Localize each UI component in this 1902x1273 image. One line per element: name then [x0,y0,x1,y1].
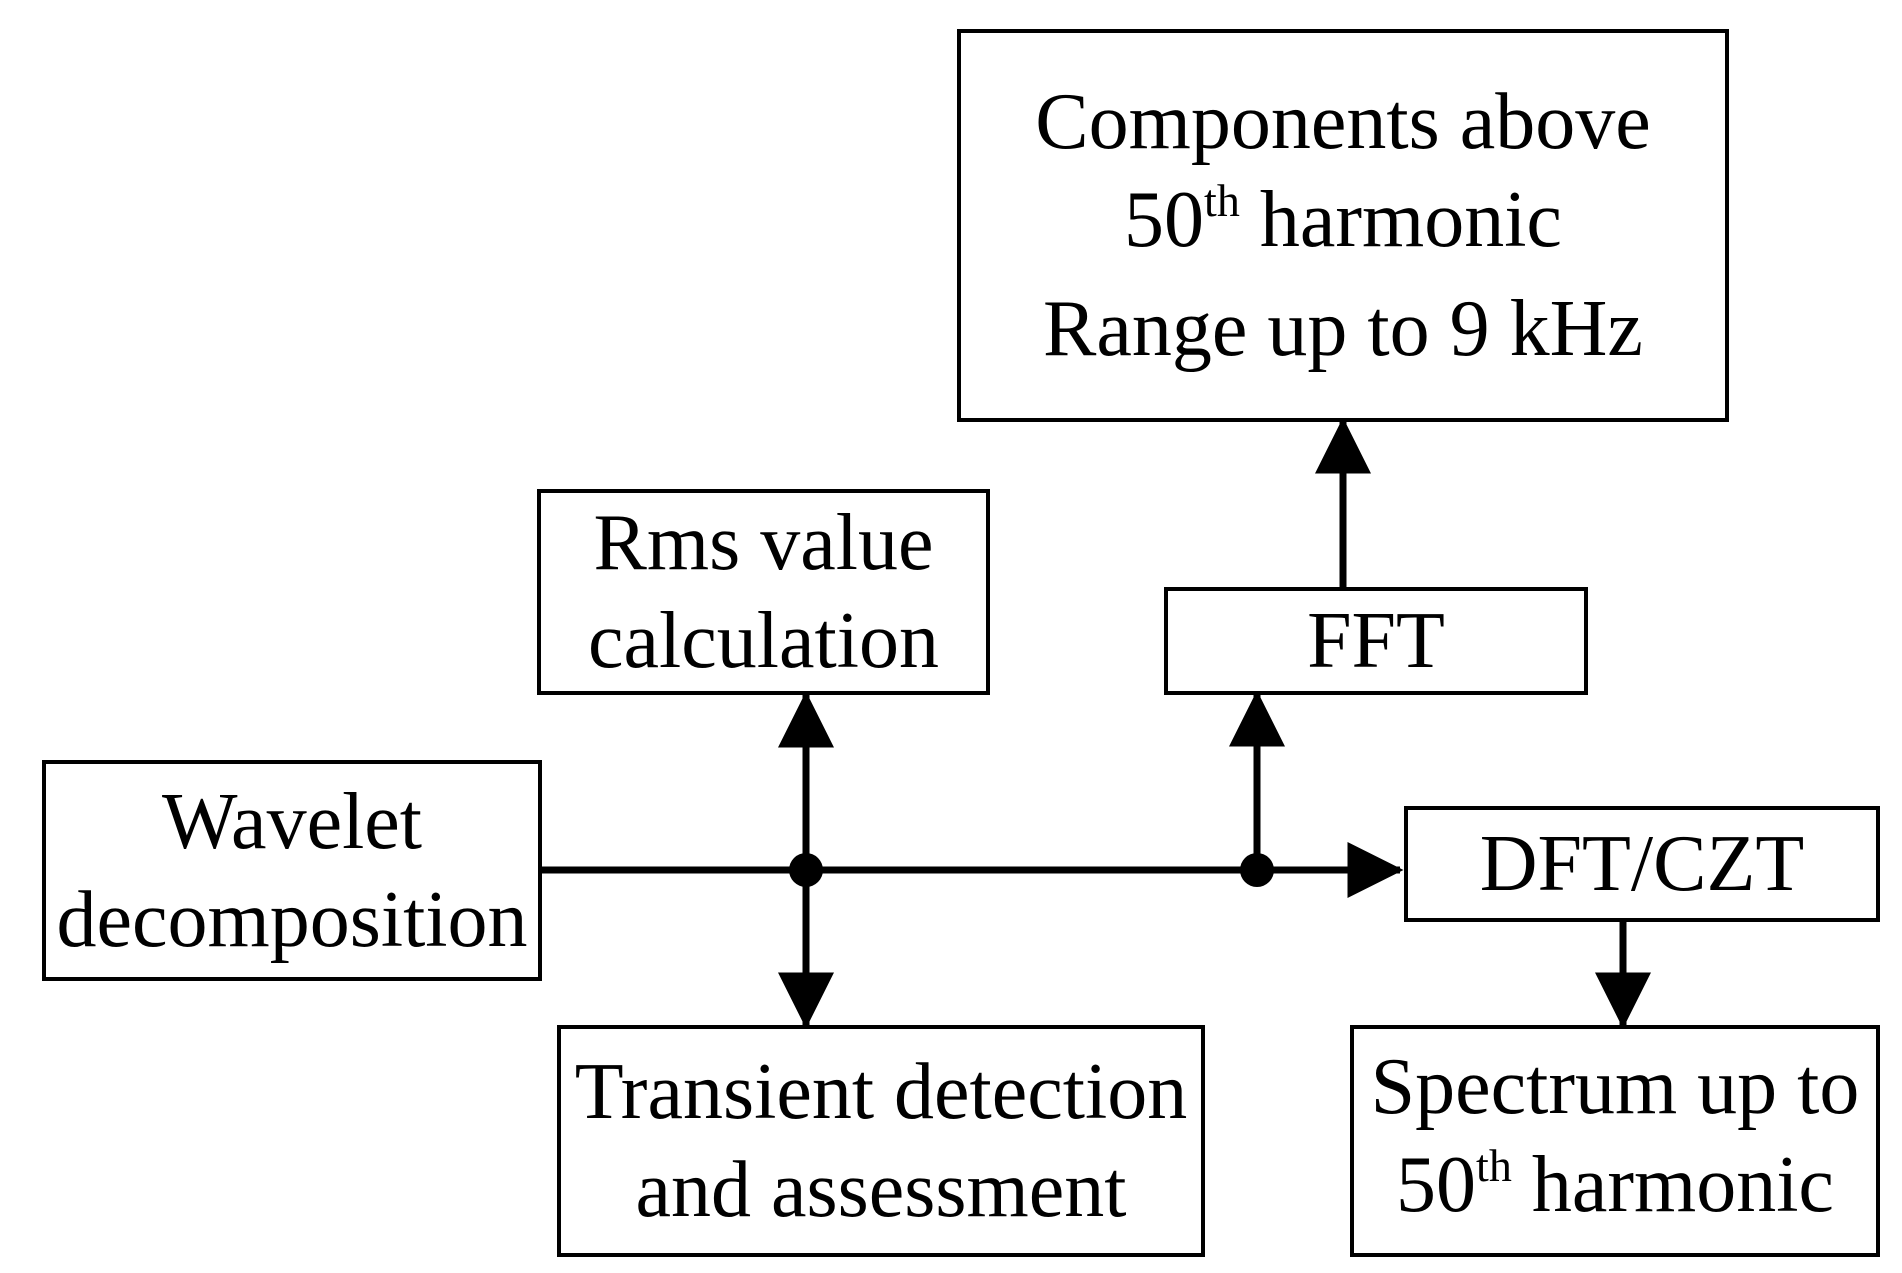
dft-czt-label: DFT/CZT [1479,820,1805,908]
spectrum-line2-sup: th [1476,1139,1512,1191]
components-line2-prefix: 50 [1124,176,1205,264]
spectrum-line2: 50th harmonic [1396,1136,1834,1245]
junction-dot-2 [1240,853,1274,887]
transient-line2: and assessment [635,1146,1127,1234]
transient-box: Transient detection and assessment [557,1025,1205,1257]
rms-box: Rms value calculation [537,489,990,695]
wavelet-line2: decomposition [56,875,528,964]
components-line2-suffix: harmonic [1239,176,1562,264]
transient-line1: Transient detection [574,1048,1188,1136]
spectrum-line1: Spectrum up to [1370,1042,1860,1131]
components-line2-sup: th [1204,175,1240,226]
components-line1: Components above [1035,78,1651,166]
components-line2: 50th harmonic [1124,171,1562,280]
wavelet-box: Wavelet decomposition [42,760,542,981]
rms-line1: Rms value [593,499,934,587]
wavelet-line1: Wavelet [161,777,423,866]
spectrum-line2-suffix: harmonic [1511,1140,1834,1229]
components-box: Components above 50th harmonic Range up … [957,29,1729,422]
rms-line2: calculation [588,597,939,685]
dft-czt-box: DFT/CZT [1404,806,1880,922]
components-line3: Range up to 9 kHz [1043,285,1643,373]
junction-dot-1 [789,853,823,887]
fft-box: FFT [1164,587,1588,695]
fft-label: FFT [1307,597,1445,685]
spectrum-line2-prefix: 50 [1396,1140,1477,1229]
spectrum-box: Spectrum up to 50th harmonic [1350,1025,1880,1257]
